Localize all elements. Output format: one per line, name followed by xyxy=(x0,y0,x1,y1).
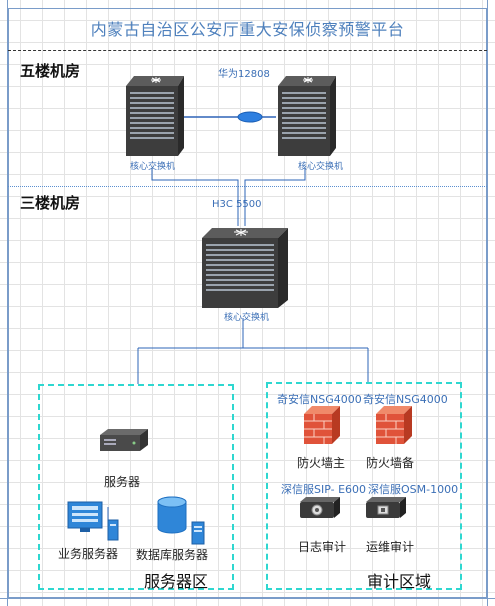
core-switch-right-label: 核心交换机 xyxy=(298,162,344,172)
core-pair-model: 华为12808 xyxy=(218,69,270,80)
log-audit-label: 日志审计 xyxy=(298,540,347,554)
core-switch-left-label: 核心交换机 xyxy=(130,162,176,172)
firewall-backup-icon[interactable] xyxy=(372,404,414,446)
database-server-label: 数据库服务器 xyxy=(136,548,209,562)
database-server-icon[interactable] xyxy=(152,494,210,546)
diagram-frame xyxy=(8,8,487,598)
server-icon[interactable] xyxy=(98,427,150,453)
audit-zone xyxy=(266,382,462,590)
title-divider xyxy=(8,50,487,51)
firewall-primary-model: 奇安信NSG4000 xyxy=(277,393,362,406)
log-audit-icon[interactable] xyxy=(298,496,342,520)
ops-audit-label: 运维审计 xyxy=(366,540,415,554)
left-border xyxy=(1,0,8,606)
firewall-primary-icon[interactable] xyxy=(300,404,342,446)
core-switch-third[interactable] xyxy=(198,226,290,310)
left-core-uplink xyxy=(151,168,239,226)
floor-divider xyxy=(8,186,487,187)
firewall-backup-model: 奇安信NSG4000 xyxy=(363,393,448,406)
log-audit-model: 深信服SIP- E600 xyxy=(281,483,367,496)
server-label: 服务器 xyxy=(104,475,141,489)
server-zone xyxy=(38,384,234,590)
core-switch-right[interactable] xyxy=(274,74,338,158)
bottom-border xyxy=(0,598,495,605)
core-switch-left[interactable] xyxy=(122,74,186,158)
core-switch-third-label: 核心交换机 xyxy=(224,313,270,323)
core-third-model: H3C 5500 xyxy=(212,199,262,210)
firewall-primary-label: 防火墙主 xyxy=(297,456,346,470)
ops-audit-model: 深信服OSM-1000 xyxy=(368,483,459,496)
audit-zone-title: 审计区域 xyxy=(367,572,432,591)
business-server-icon[interactable] xyxy=(66,500,122,542)
floor-label-third: 三楼机房 xyxy=(20,194,81,212)
business-server-label: 业务服务器 xyxy=(58,547,119,561)
ops-audit-icon[interactable] xyxy=(364,496,408,520)
firewall-backup-label: 防火墙备 xyxy=(366,456,415,470)
page-title: 内蒙古自治区公安厅重大安保侦察预警平台 xyxy=(90,20,405,39)
right-core-uplink xyxy=(244,168,306,226)
floor-label-fifth: 五楼机房 xyxy=(20,62,81,80)
server-zone-title: 服务器区 xyxy=(144,572,209,591)
right-border xyxy=(487,0,494,606)
link-node xyxy=(237,111,263,123)
